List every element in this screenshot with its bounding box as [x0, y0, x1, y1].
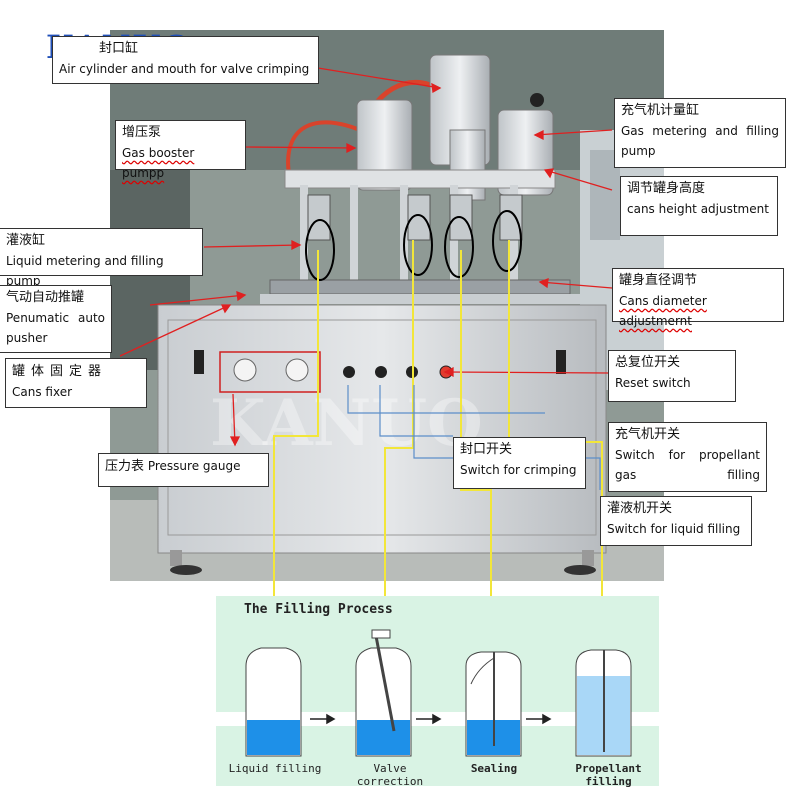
label-zh: 充气机计量缸 — [621, 103, 700, 118]
label-en: Air cylinder and mouth for valve crimpin… — [59, 62, 310, 76]
process-illustration — [216, 629, 659, 757]
label-zh: 灌液缸 — [6, 233, 46, 248]
label-zh: 总复位开关 — [615, 355, 681, 370]
label-gas-metering: 充气机计量缸 Gas metering and filling pump — [614, 98, 786, 168]
step-label-propellant-filling: Propellant filling — [575, 762, 642, 788]
label-cans-fixer: 罐体固定器 Cans fixer — [5, 358, 147, 408]
label-zh: 灌液机开关 — [607, 501, 673, 516]
filling-process-panel: The Filling Process — [216, 596, 659, 788]
label-en: Liquid metering and filling pump — [6, 254, 164, 288]
label-en: Reset switch — [615, 376, 691, 390]
label-propellant-switch: 充气机开关 Switch for propellant gas filling — [608, 422, 767, 492]
label-height-adjust: 调节罐身高度 cans height adjustment — [620, 176, 778, 236]
label-zh: 增压泵 — [122, 125, 162, 140]
step-label-liquid-filling: Liquid filling — [228, 762, 322, 775]
process-title: The Filling Process — [244, 602, 393, 617]
label-booster-pump: 增压泵 Gas booster pumpp — [115, 120, 246, 180]
label-pressure-gauge: 压力表 Pressure gauge — [98, 453, 269, 487]
label-en: cans height adjustment — [627, 202, 769, 216]
label-en: Gas booster pumpp — [122, 146, 195, 180]
label-en-text: Cans fixer — [12, 385, 73, 399]
machine-photo: KANUO — [110, 30, 664, 581]
label-en: Penumatic auto pusher — [6, 311, 105, 345]
can-sealing — [465, 651, 522, 757]
label-diameter-adjust: 罐身直径调节 Cans diameter adjustmernt — [612, 268, 784, 328]
label-zh: 压力表 — [105, 459, 145, 474]
label-en: Switch for crimping — [460, 463, 577, 477]
label-zh: 罐身直径调节 — [619, 273, 698, 288]
can-liquid-filling — [245, 647, 302, 757]
label-en: Pressure gauge — [147, 459, 241, 473]
watermark: KANUO — [210, 386, 483, 461]
label-en: Cans diameter adjustmernt — [619, 294, 707, 328]
label-zh: 封口开关 — [460, 442, 513, 457]
label-reset-switch: 总复位开关 Reset switch — [608, 350, 736, 402]
label-en: Switch for propellant gas filling — [615, 448, 760, 482]
label-liquid-switch: 灌液机开关 Switch for liquid filling — [600, 496, 752, 546]
step-label-sealing: Sealing — [470, 762, 518, 775]
can-valve-correction — [355, 629, 412, 757]
label-zh: 充气机开关 — [615, 427, 681, 442]
label-auto-pusher: 气动自动推罐 Penumatic auto pusher — [0, 285, 112, 353]
label-zh: 气动自动推罐 — [6, 290, 85, 305]
label-crimp-switch: 封口开关 Switch for crimping — [453, 437, 586, 489]
label-en: 罐体固定器 Cans fixer — [12, 361, 140, 402]
can-propellant-filling — [575, 649, 632, 757]
label-zh: 罐体固定器 — [12, 364, 108, 379]
step-label-valve-correction: Valve correction — [356, 762, 424, 788]
label-en: Gas metering and filling pump — [621, 124, 779, 158]
label-en: Switch for liquid filling — [607, 522, 741, 536]
label-liquid-pump: 灌液缸 Liquid metering and filling pump — [0, 228, 203, 288]
label-zh: 调节罐身高度 — [627, 181, 706, 196]
label-zh: 封口缸 — [99, 41, 139, 56]
label-valve-crimping: 封口缸 Air cylinder and mouth for valve cri… — [52, 36, 319, 84]
